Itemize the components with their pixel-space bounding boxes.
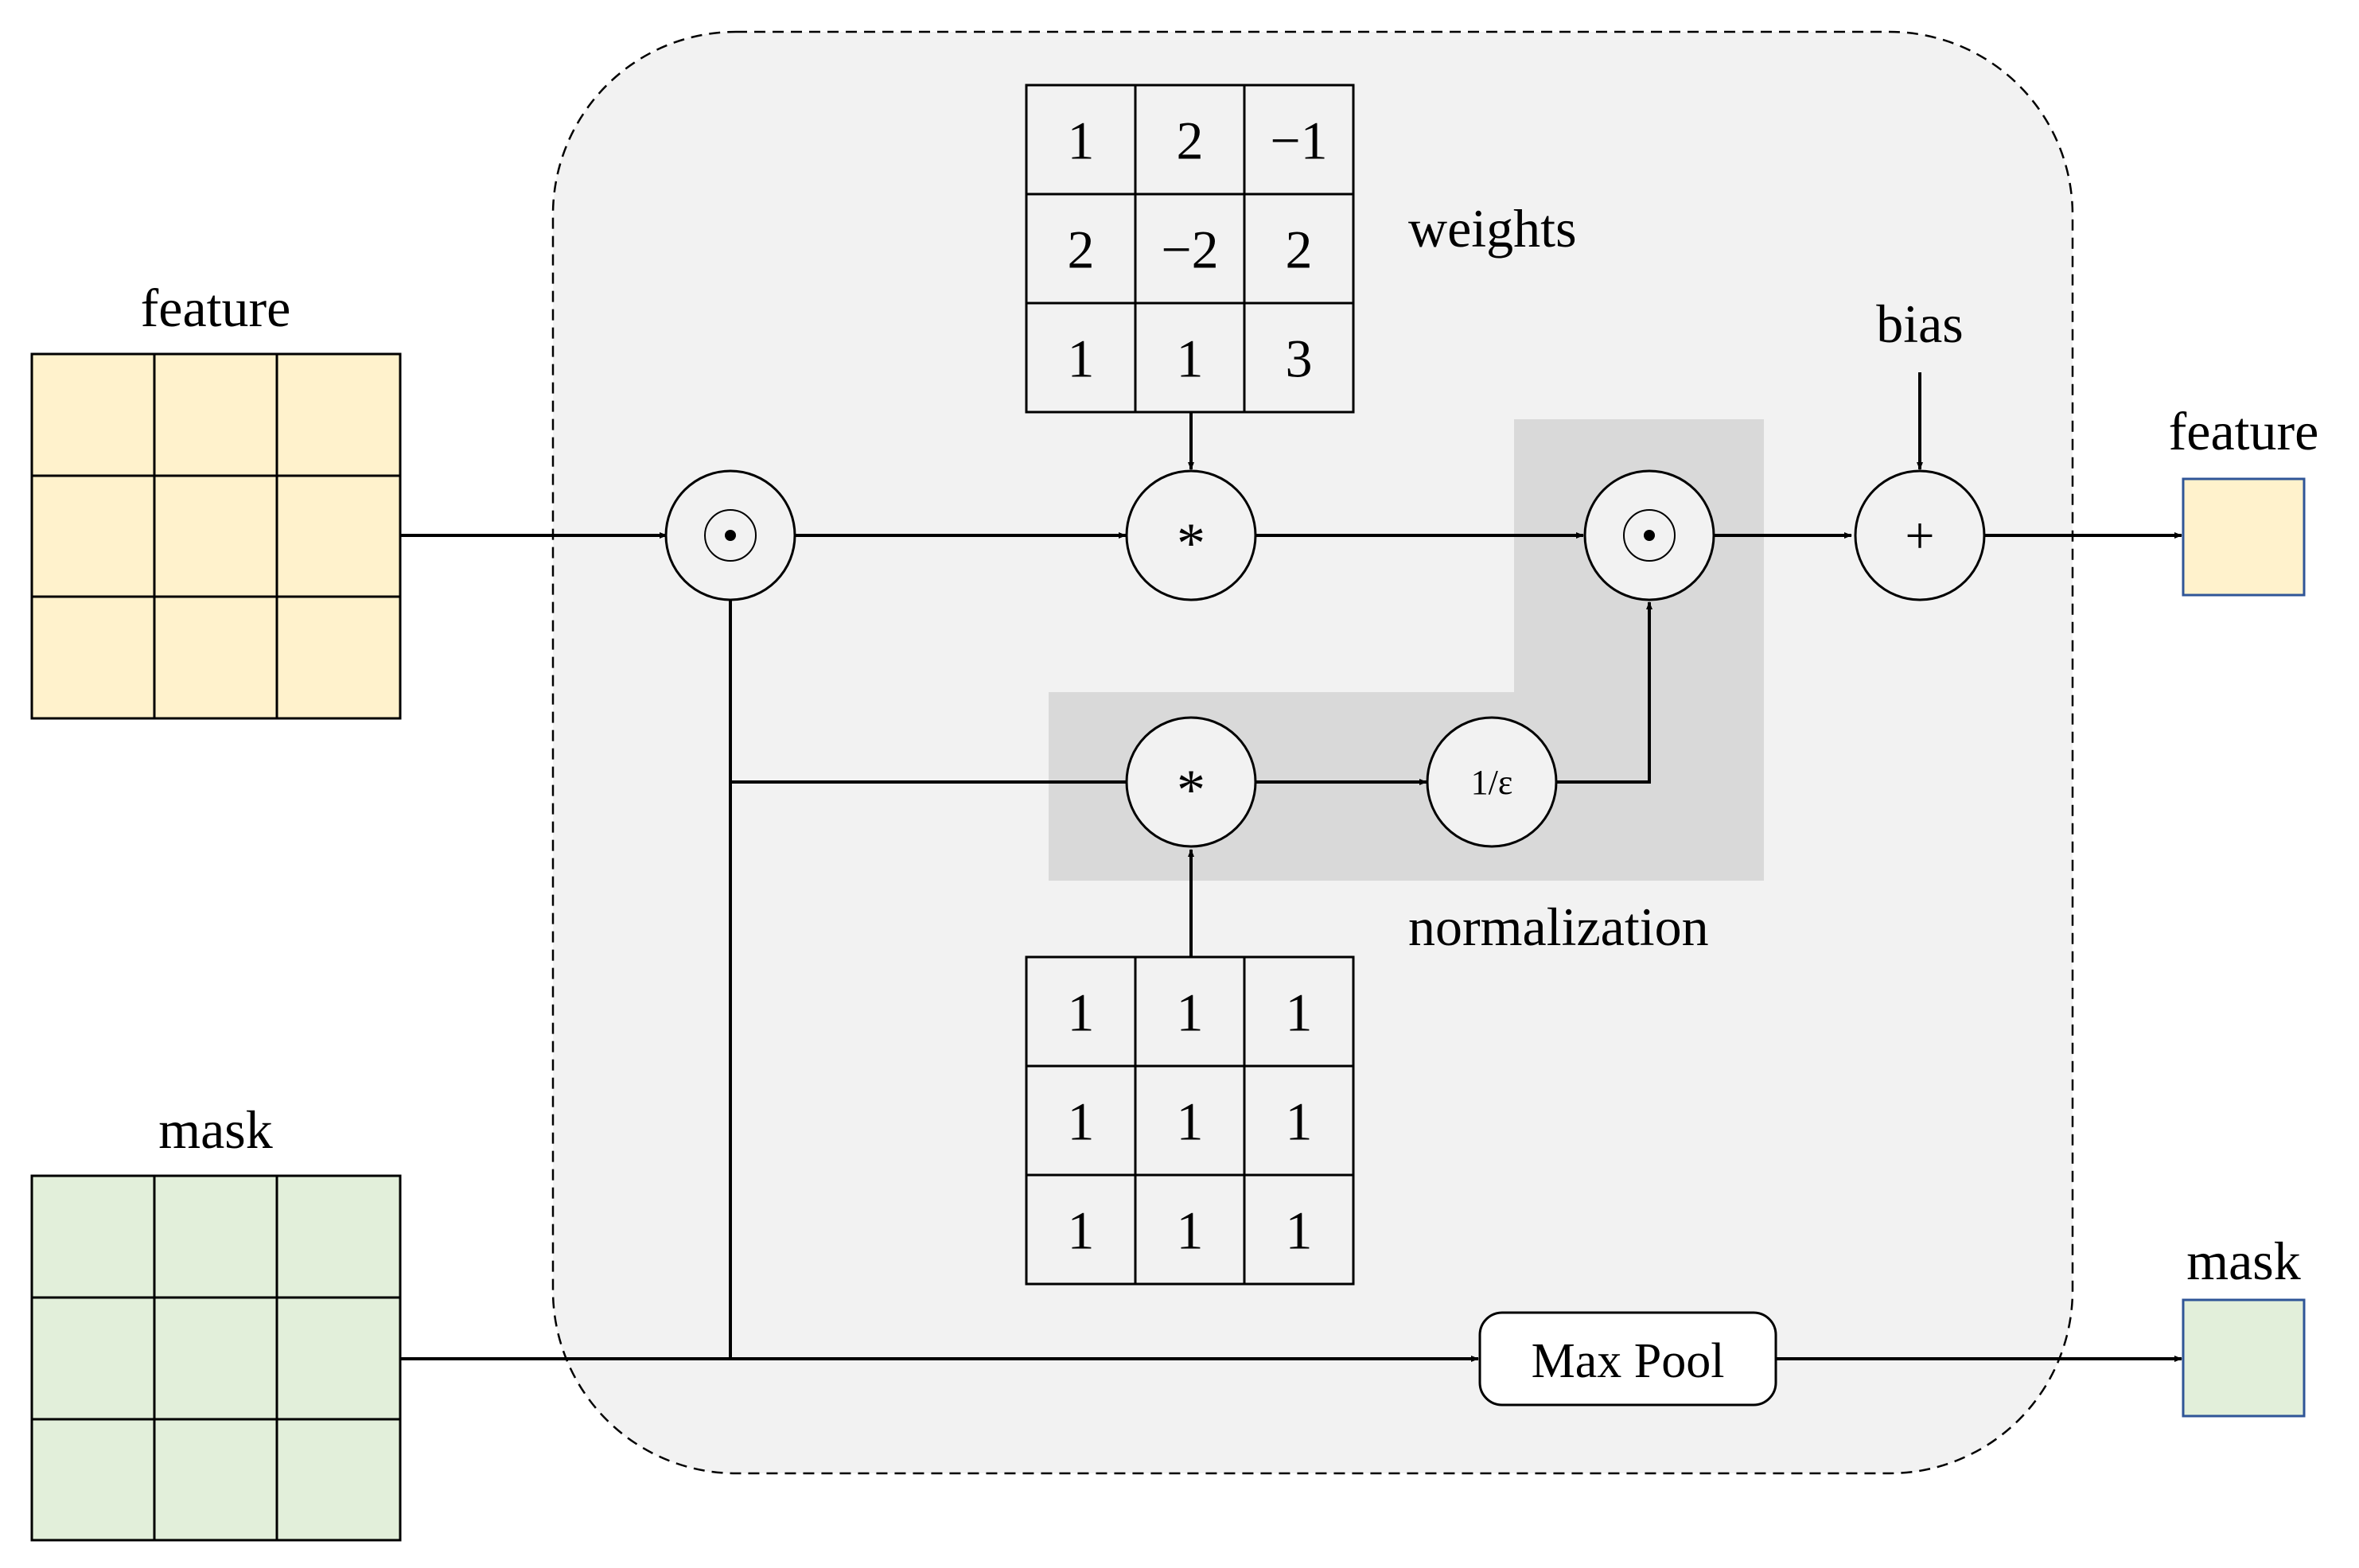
ones-matrix-cell: 1 [1068, 1200, 1095, 1261]
ones-matrix-cell: 1 [1286, 1091, 1313, 1152]
weights-matrix-cell: 1 [1068, 111, 1095, 171]
feature-input-label: feature [141, 278, 291, 338]
weights-matrix-cell: 3 [1286, 329, 1313, 389]
bias-label: bias [1876, 294, 1964, 354]
product-node-normalize [1583, 469, 1715, 601]
weights-matrix-cell: −2 [1161, 220, 1218, 280]
ones-matrix-cell: 1 [1177, 1200, 1204, 1261]
mask-input-label: mask [158, 1099, 273, 1160]
ones-matrix-cell: 1 [1177, 1091, 1204, 1152]
product-node-mask [664, 469, 796, 601]
ones-matrix: 1 1 1 1 1 1 1 1 1 [1025, 955, 1355, 1286]
feature-output-label: feature [2169, 401, 2319, 461]
conv-node-weights: * [1125, 469, 1257, 601]
mask-output-label: mask [2186, 1231, 2301, 1291]
plus-symbol: + [1905, 507, 1934, 565]
conv-symbol: * [1177, 758, 1205, 822]
weights-label: weights [1408, 198, 1577, 259]
weights-matrix-cell: 1 [1068, 329, 1095, 389]
mask-input-grid [30, 1174, 402, 1542]
ones-matrix-border [1025, 955, 1355, 1286]
add-node: + [1854, 469, 1986, 601]
connections [400, 372, 2182, 1362]
conv-symbol: * [1177, 512, 1205, 575]
weights-matrix-cell: −1 [1270, 111, 1327, 171]
conv-node-normalization: * [1125, 716, 1257, 848]
arrow-reciprocal-to-norm-product [1557, 601, 1652, 784]
ones-matrix-cell: 1 [1286, 982, 1313, 1043]
max-pool-box: Max Pool [1478, 1311, 1777, 1407]
weights-matrix: 1 2 −1 2 −2 2 1 1 3 [1025, 84, 1355, 414]
reciprocal-label: 1/ε [1471, 763, 1513, 802]
weights-matrix-cell: 2 [1286, 220, 1313, 280]
ones-matrix-cell: 1 [1068, 1091, 1095, 1152]
weights-matrix-cell: 2 [1068, 220, 1095, 280]
feature-output-cell [2182, 477, 2306, 597]
weights-matrix-cell: 1 [1177, 329, 1204, 389]
ones-matrix-cell: 1 [1068, 982, 1095, 1043]
ones-matrix-cell: 1 [1177, 982, 1204, 1043]
weights-matrix-cell: 2 [1177, 111, 1204, 171]
feature-input-grid [30, 352, 402, 720]
ones-matrix-cell: 1 [1286, 1200, 1313, 1261]
normalization-label: normalization [1408, 897, 1709, 957]
weights-matrix-border [1025, 84, 1355, 414]
max-pool-label: Max Pool [1532, 1334, 1725, 1388]
mask-output-cell [2182, 1298, 2306, 1418]
reciprocal-node: 1/ε [1426, 716, 1558, 848]
